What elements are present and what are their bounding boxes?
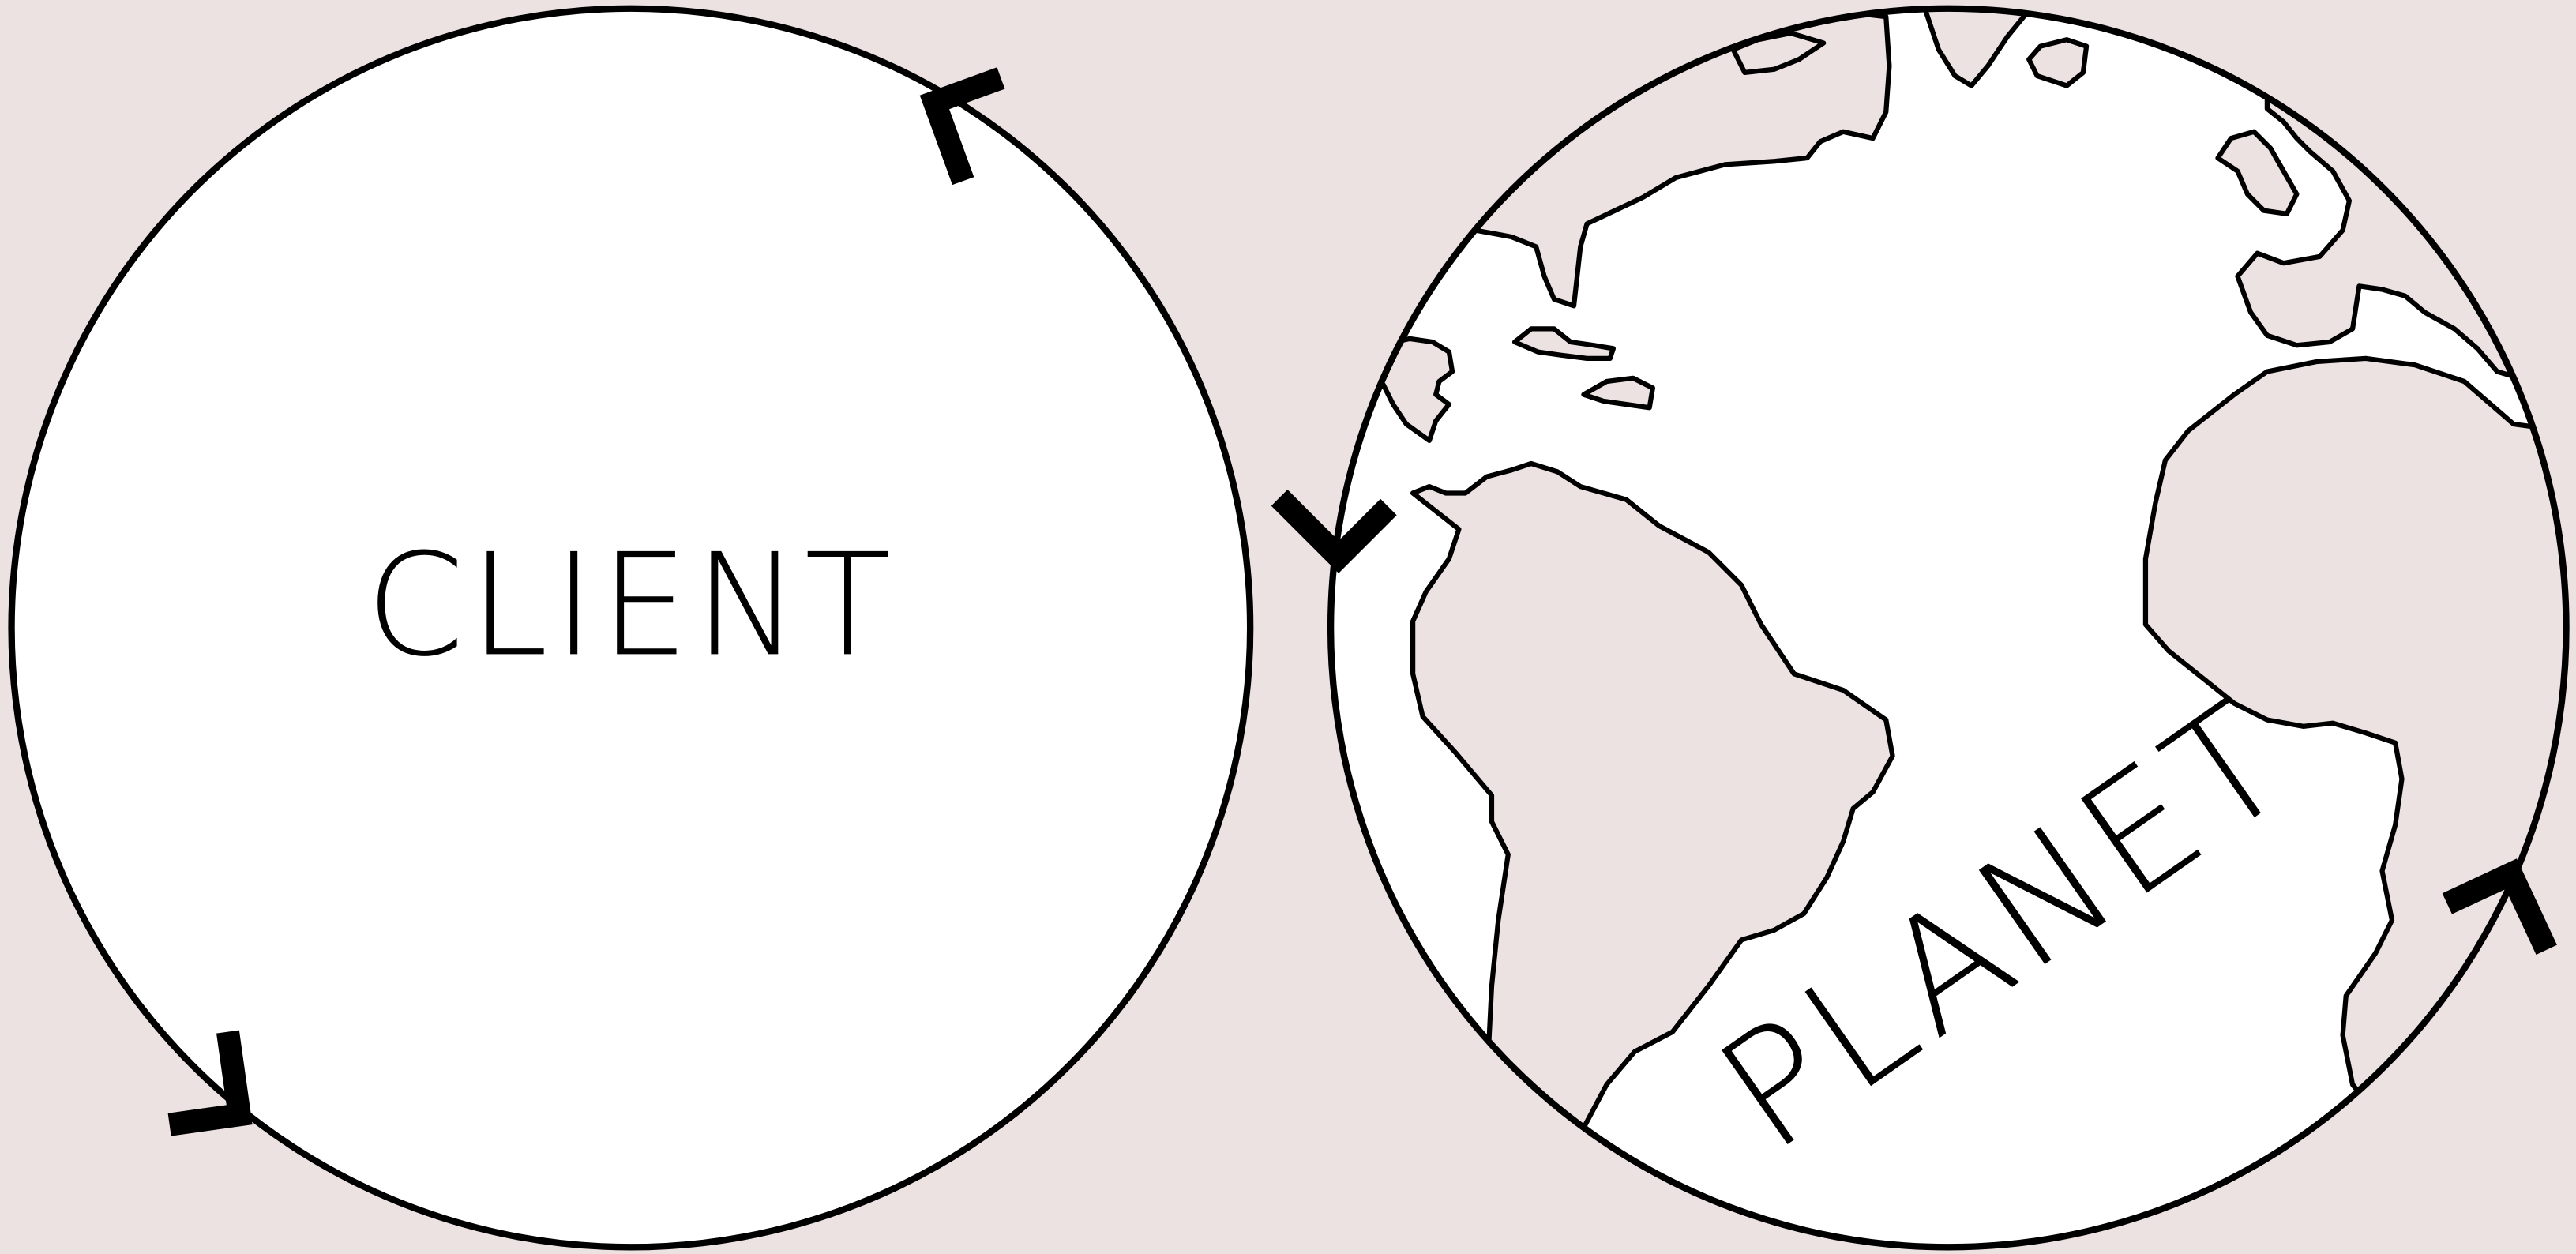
arrowhead-icon xyxy=(2442,858,2557,955)
planet-circle: PLANET xyxy=(1327,5,2570,1251)
south-america-landmass xyxy=(1410,460,1895,1248)
hispaniola-island xyxy=(1581,375,1655,411)
cuba-island xyxy=(1511,326,1617,361)
britain-island xyxy=(2215,129,2300,216)
small-island xyxy=(2026,37,2090,88)
arrowhead-icon xyxy=(1271,489,1397,573)
arrowhead-icon xyxy=(167,1030,253,1136)
client-circle: CLIENT xyxy=(8,5,1254,1251)
arrowhead-icon xyxy=(919,67,1005,186)
client-label: CLIENT xyxy=(366,524,896,688)
greenland-landmass xyxy=(1919,8,2040,88)
cycle-arrows xyxy=(167,67,2557,1136)
